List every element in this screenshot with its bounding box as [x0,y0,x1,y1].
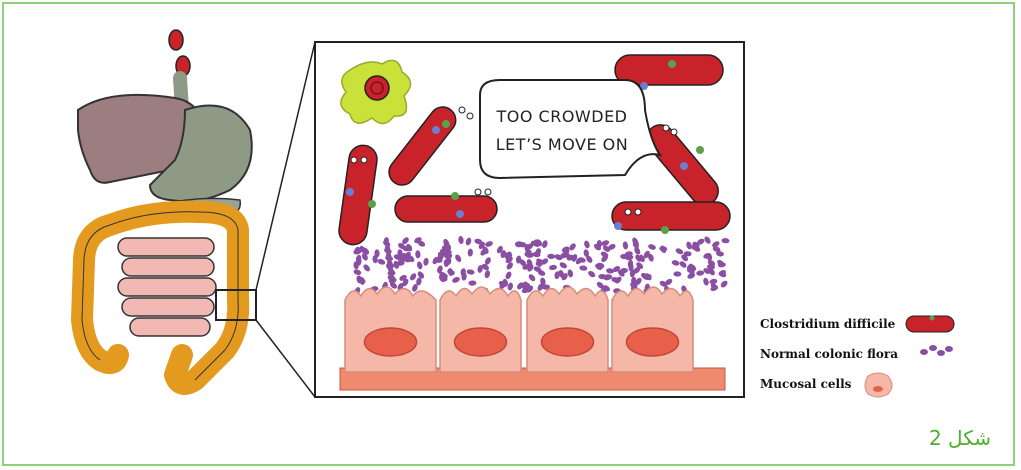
spore-icon [169,30,183,50]
legend-label-clostridium: Clostridium difficile [760,317,896,331]
bacterium [612,202,730,230]
mucosal-layer [340,287,725,390]
zoom-line [256,42,315,290]
flora-dots-icon [920,345,953,356]
speech-line-1: TOO CROWDED [496,107,628,126]
bacterium [395,196,497,222]
speech-bubble [480,80,660,178]
mucosal-cell-icon [865,373,892,397]
legend: Clostridium difficile Normal colonic flo… [760,316,954,398]
cell-nucleus [365,328,417,356]
cell-nucleus [542,328,594,356]
legend-label-flora: Normal colonic flora [760,347,898,361]
figure-caption: شكل 2 [929,426,991,450]
legend-label-mucosal: Mucosal cells [760,377,852,391]
zoom-line [256,320,315,397]
spore-icon [365,76,389,100]
cell-nucleus [627,328,679,356]
cell-nucleus [455,328,507,356]
small-intestine [118,238,216,336]
speech-line-2: LET’S MOVE ON [496,135,628,154]
zoom-panel: TOO CROWDED LET’S MOVE ON [315,42,744,397]
digestive-system-illustration [78,30,256,384]
